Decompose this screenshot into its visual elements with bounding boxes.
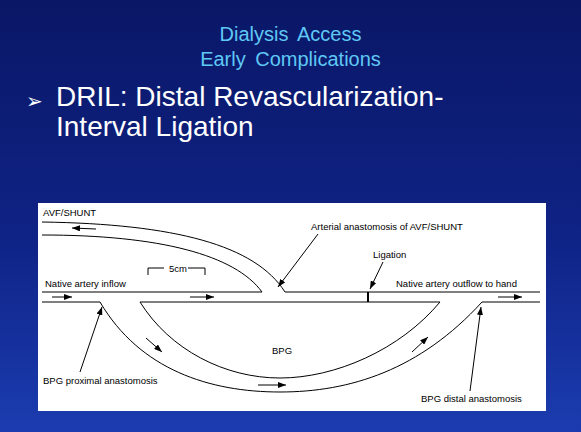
callout-label: BPG proximal anastomosis [42,375,159,386]
artery-lower-wall [42,302,540,303]
flow-arrow [258,385,286,386]
leader-arrow [278,234,318,287]
avf-outer-wall [42,222,285,292]
bullet-text: DRIL: Distal Revascularization-Interval … [56,82,526,142]
flow-arrow [52,297,72,298]
bullet-symbol: ➢ [26,88,43,114]
flow-arrow [146,338,162,352]
callout-label: Arterial anastomosis of AVF/SHUNT [310,221,464,232]
callout-label: BPG distal anastomosis [420,393,523,404]
figure-panel [38,203,546,411]
part-label: Native artery inflow [44,278,127,289]
flow-arrow [498,297,522,298]
bpg-inner-wall [140,302,440,378]
part-label: BPG [271,345,293,356]
flow-arrow [190,297,214,298]
leader-arrow [470,307,481,391]
callout-label: Ligation [372,249,407,260]
flow-arrow [72,228,96,229]
flow-arrow [412,337,428,352]
part-label: Native artery outflow to hand [395,278,518,289]
part-label: AVF/SHUNT [42,207,97,218]
ligation-mark [367,292,369,302]
leader-arrow [370,262,383,289]
avf-inner-wall [42,235,262,292]
dimension-label: 5cm [168,263,188,274]
artery-upper-wall [42,292,540,293]
slide-title: Dialysis Access Early Complications [199,22,382,72]
leader-arrow [80,307,102,372]
